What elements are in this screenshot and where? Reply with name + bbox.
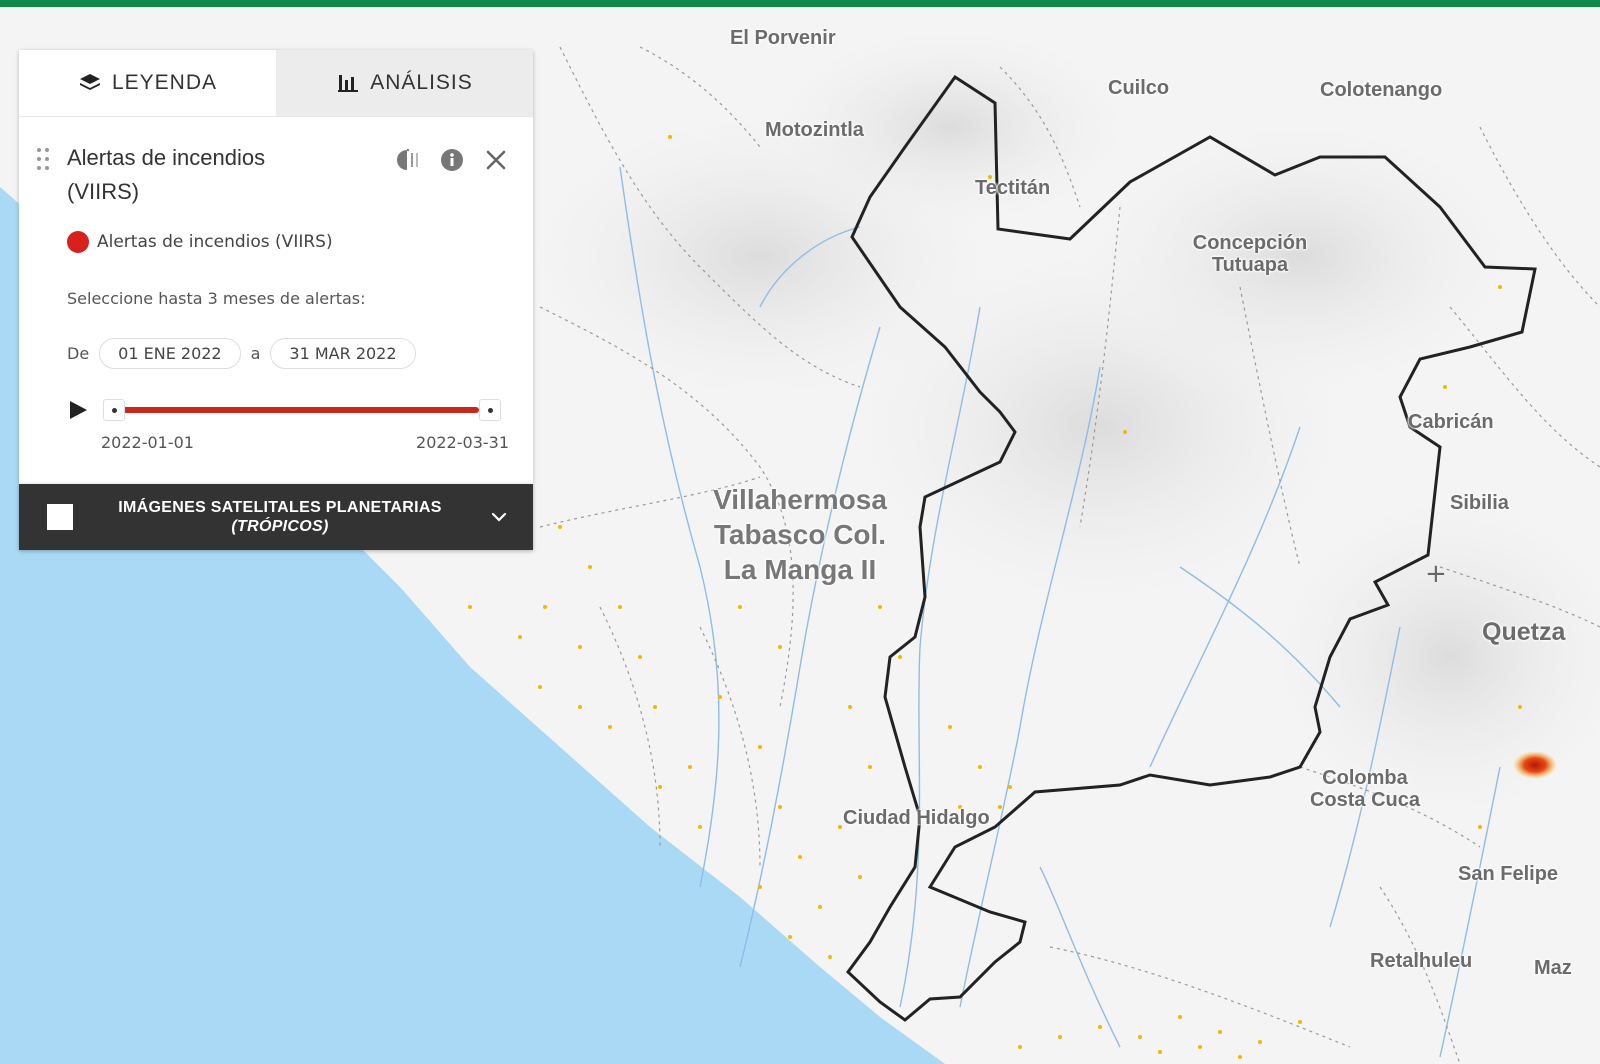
- timeline-end-label: 2022-03-31: [416, 433, 509, 452]
- timeline-slider[interactable]: [67, 395, 507, 425]
- bar-chart-icon: [338, 75, 359, 92]
- place-label-tutuapa: Tutuapa: [1211, 254, 1289, 276]
- layer-tools: [395, 147, 509, 173]
- layer-card: Alertas de incendios (VIIRS): [19, 116, 533, 484]
- satellite-title: IMÁGENES SATELITALES PLANETARIAS: [118, 499, 442, 516]
- map-crosshair-icon: +: [1425, 559, 1447, 589]
- chevron-down-icon[interactable]: [487, 505, 511, 529]
- satellite-checkbox[interactable]: [47, 504, 73, 530]
- fire-hotspot: [1513, 751, 1557, 779]
- top-brand-bar: [0, 0, 1600, 7]
- place-label-villahermosa-line1: Villahermosa: [713, 484, 887, 515]
- place-label-cuilco: Cuilco: [1108, 77, 1170, 99]
- satellite-layer-label: IMÁGENES SATELITALES PLANETARIAS (TRÓPIC…: [73, 498, 487, 536]
- tab-analysis-label: ANÁLISIS: [370, 71, 473, 94]
- legend-swatch: [67, 231, 89, 253]
- opacity-button[interactable]: [395, 147, 421, 173]
- place-label-colomba-line1: Colomba: [1322, 767, 1408, 789]
- place-label-villahermosa: Villahermosa Tabasco Col. La Manga II: [690, 482, 910, 587]
- place-label-colotenango: Colotenango: [1320, 79, 1443, 101]
- legend-item: Alertas de incendios (VIIRS): [67, 231, 507, 253]
- drag-handle-icon[interactable]: [36, 147, 50, 171]
- place-label-ciudad-hidalgo: Ciudad Hidalgo: [843, 807, 990, 829]
- to-label: a: [250, 344, 261, 363]
- info-icon: [441, 149, 463, 171]
- play-icon[interactable]: [67, 399, 89, 421]
- close-icon: [486, 150, 506, 170]
- ocean: [0, 187, 945, 1064]
- timeline-track[interactable]: [121, 407, 479, 413]
- end-date-picker[interactable]: 31 MAR 2022: [270, 338, 416, 369]
- place-label-quetzaltenango: Quetza: [1482, 618, 1566, 646]
- place-label-tectitan: Tectitán: [975, 177, 1051, 199]
- tab-legend-label: LEYENDA: [111, 71, 218, 94]
- map-canvas[interactable]: El Porvenir Motozintla Cuilco Colotenang…: [0, 7, 1600, 1064]
- study-area-boundary: [846, 74, 1537, 1022]
- start-date-picker[interactable]: 01 ENE 2022: [99, 338, 241, 369]
- admin-boundaries: [539, 46, 1600, 1064]
- panel-tabs: LEYENDA ANÁLISIS: [19, 50, 533, 116]
- place-label-colomba-line2: Costa Cuca: [1309, 789, 1421, 811]
- satellite-subtitle: (TRÓPICOS): [231, 518, 329, 535]
- map-basemap: [0, 7, 1600, 1064]
- date-range-instruction: Seleccione hasta 3 meses de alertas:: [67, 289, 366, 308]
- from-label: De: [67, 344, 90, 363]
- place-label-el-porvenir: El Porvenir: [730, 27, 836, 49]
- timeline-end-handle[interactable]: [479, 399, 501, 421]
- opacity-icon: [397, 148, 418, 170]
- place-label-maz: Maz: [1534, 957, 1572, 979]
- place-label-retalhuleu: Retalhuleu: [1370, 950, 1473, 972]
- satellite-imagery-layer[interactable]: IMÁGENES SATELITALES PLANETARIAS (TRÓPIC…: [19, 484, 533, 550]
- place-label-concepcion-tutuapa: Concepción Tutuapa: [1185, 232, 1315, 276]
- tab-analysis[interactable]: ANÁLISIS: [276, 50, 533, 116]
- place-label-sibilia: Sibilia: [1450, 492, 1509, 514]
- legend-item-label: Alertas de incendios (VIIRS): [97, 232, 333, 252]
- place-label-cabrican: Cabricán: [1408, 411, 1494, 433]
- timeline-start-label: 2022-01-01: [101, 433, 194, 452]
- place-label-concepcion: Concepción: [1192, 232, 1308, 254]
- legend-panel: LEYENDA ANÁLISIS Alertas de incendios (V…: [19, 50, 533, 484]
- timeline-labels: 2022-01-01 2022-03-31: [67, 433, 509, 453]
- rivers: [619, 166, 1501, 1058]
- info-button[interactable]: [439, 147, 465, 173]
- layers-icon: [79, 74, 100, 90]
- fire-alert-points: [468, 135, 1522, 1059]
- date-range-row: De 01 ENE 2022 a 31 MAR 2022: [67, 338, 507, 369]
- place-label-motozintla: Motozintla: [765, 119, 864, 141]
- remove-layer-button[interactable]: [483, 147, 509, 173]
- place-label-villahermosa-line2: Tabasco Col.: [713, 519, 887, 550]
- timeline-start-handle[interactable]: [103, 399, 125, 421]
- terrain-shading: [500, 17, 1600, 837]
- layer-title: Alertas de incendios (VIIRS): [67, 145, 266, 204]
- place-label-villahermosa-line3: La Manga II: [723, 554, 877, 585]
- tab-legend[interactable]: LEYENDA: [19, 50, 276, 116]
- place-label-san-felipe: San Felipe: [1458, 863, 1559, 885]
- place-label-colomba: Colomba Costa Cuca: [1305, 767, 1425, 811]
